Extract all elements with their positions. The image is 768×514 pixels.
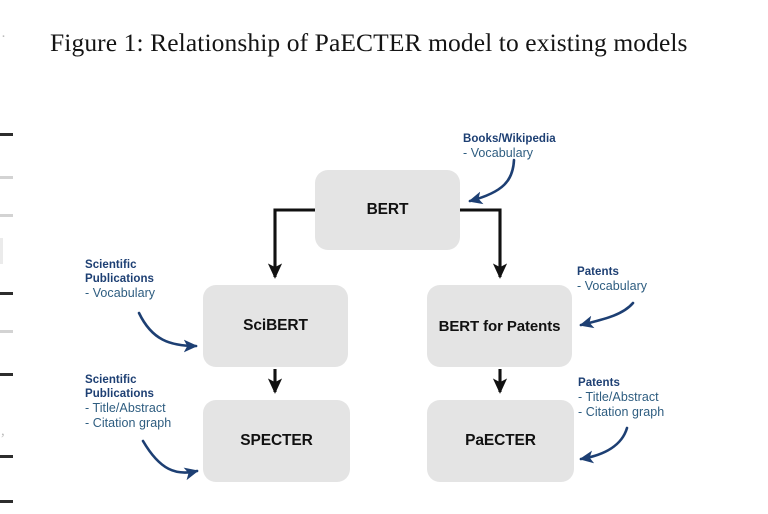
margin-mark-dash xyxy=(0,133,13,136)
curved-arrow-patents-to-paecter xyxy=(579,426,629,464)
annotation-heading: Patents xyxy=(577,266,619,278)
node-specter[interactable]: SPECTER xyxy=(203,400,350,482)
annotation-heading-line-2: Publications xyxy=(85,273,154,286)
margin-mark-dash xyxy=(0,455,13,458)
margin-mark-dash xyxy=(0,292,13,295)
annotation-line: - Vocabulary xyxy=(463,146,534,161)
edge-bert-to-bert-for-patents xyxy=(460,208,508,279)
curved-arrow-books-to-bert xyxy=(468,158,516,205)
node-paecter[interactable]: PaECTER xyxy=(427,400,574,482)
annotation-patents-vocabulary: Patents - Vocabulary xyxy=(577,265,647,294)
margin-mark-glyph: · xyxy=(1,29,6,45)
margin-mark-dash xyxy=(0,330,13,333)
annotation-heading-line-1: Scientific xyxy=(85,374,137,386)
curved-arrow-scipubs-to-specter xyxy=(141,439,199,481)
node-bert[interactable]: BERT xyxy=(315,170,460,250)
annotation-line: - Citation graph xyxy=(578,405,665,420)
annotation-patents-corpus: Patents - Title/Abstract - Citation grap… xyxy=(578,376,664,421)
margin-mark-dash xyxy=(0,176,13,179)
annotation-line: - Citation graph xyxy=(85,416,172,431)
margin-mark-glyph: , xyxy=(1,423,5,439)
annotation-heading-line-2: Publications xyxy=(85,388,154,401)
figure-caption: Figure 1: Relationship of PaECTER model … xyxy=(50,28,688,57)
annotation-heading: Books/Wikipedia xyxy=(463,133,556,145)
annotation-scientific-publications-corpus: Scientific Publications - Title/Abstract… xyxy=(85,373,171,432)
margin-mark-dash xyxy=(0,373,13,376)
annotation-line: - Title/Abstract xyxy=(578,390,659,405)
margin-mark-bar xyxy=(0,238,3,264)
margin-mark-dash xyxy=(0,500,13,503)
annotation-line: - Vocabulary xyxy=(85,286,156,301)
edge-bert-to-scibert xyxy=(267,208,315,279)
annotation-books-wikipedia: Books/Wikipedia - Vocabulary xyxy=(463,132,556,161)
margin-mark-dash xyxy=(0,214,13,217)
node-bert-for-patents[interactable]: BERT for Patents xyxy=(427,285,572,367)
annotation-scientific-publications-vocabulary: Scientific Publications - Vocabulary xyxy=(85,258,155,301)
annotation-line: - Title/Abstract xyxy=(85,401,166,416)
annotation-heading: Patents xyxy=(578,377,620,389)
annotation-heading-line-1: Scientific xyxy=(85,259,137,271)
node-scibert[interactable]: SciBERT xyxy=(203,285,348,367)
curved-arrow-scipubs-to-scibert xyxy=(137,311,198,353)
curved-arrow-patents-to-bert-for-patents xyxy=(579,301,635,329)
annotation-line: - Vocabulary xyxy=(577,279,648,294)
